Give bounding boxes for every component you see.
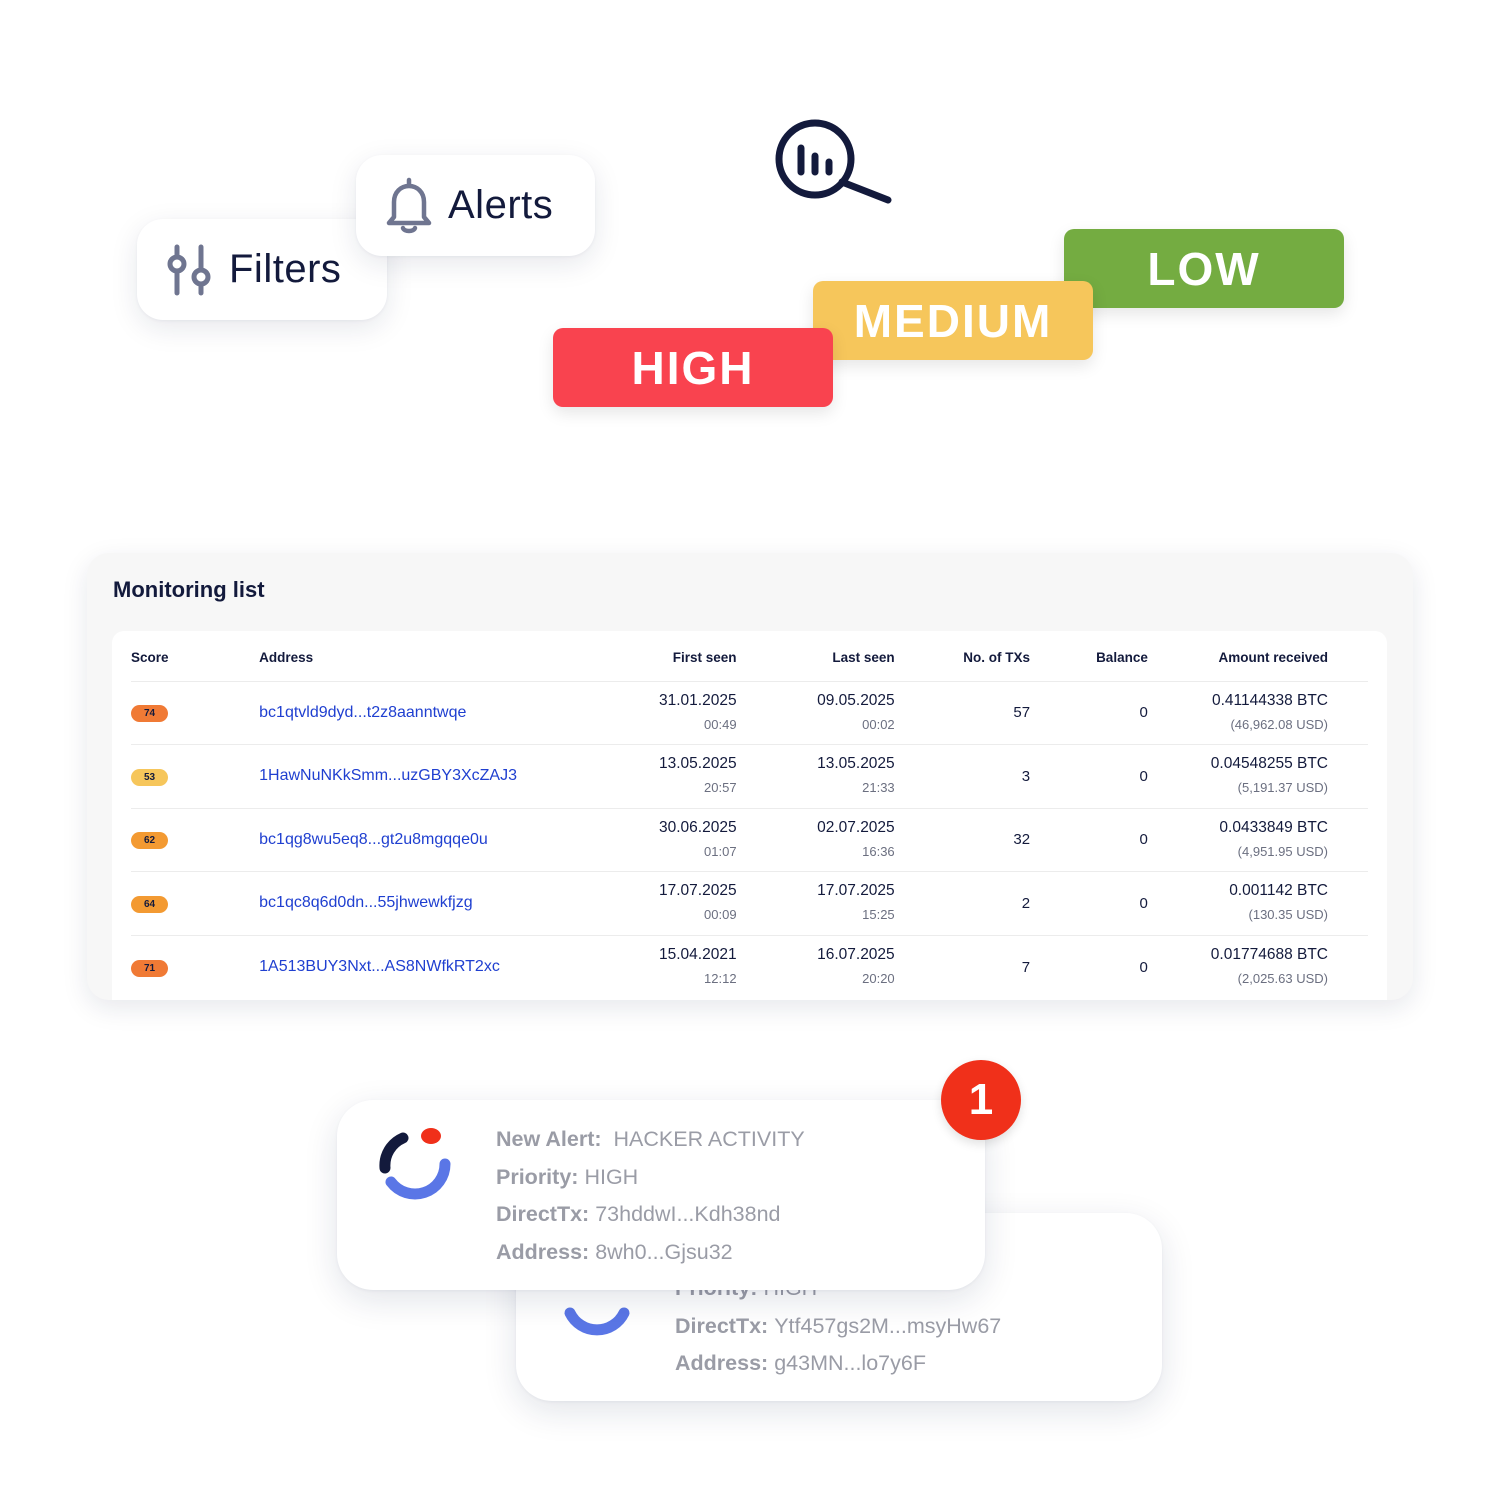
alerts-button[interactable]: Alerts (356, 155, 595, 256)
last-seen-time: 00:02 (862, 716, 895, 732)
amount-btc: 0.001142 BTC (1229, 882, 1328, 900)
alert-address-value: g43MN...lo7y6F (774, 1351, 926, 1376)
first-seen-date: 17.07.2025 (658, 882, 737, 900)
table-row[interactable]: 53 1HawNuNKkSmm...uzGBY3XcZAJ3 13.05.202… (131, 744, 1368, 808)
address-link[interactable]: 1HawNuNKkSmm...uzGBY3XcZAJ3 (259, 767, 517, 785)
first-seen-time: 01:07 (704, 843, 737, 859)
alert-directtx-value: Ytf457gs2M...msyHw67 (774, 1313, 1002, 1338)
first-seen-time: 00:49 (704, 716, 737, 732)
column-header-last-seen[interactable]: Last seen (832, 650, 895, 666)
alert-directtx-line: DirectTx:73hddwI...Kdh38nd (496, 1199, 805, 1237)
address-link[interactable]: 1A513BUY3Nxt...AS8NWfkRT2xc (259, 958, 500, 975)
alert-address-line: Address:g43MN...lo7y6F (675, 1348, 1001, 1386)
first-seen-date: 13.05.2025 (658, 755, 737, 773)
alert-directtx-value: 73hddwI...Kdh38nd (595, 1202, 781, 1227)
risk-tag-high: HIGH (553, 328, 833, 407)
table-row[interactable]: 64 bc1qc8q6d0dn...55jhwewkfjzg 17.07.202… (131, 871, 1368, 935)
alert-directtx-key: DirectTx: (675, 1313, 769, 1338)
alert-priority-value: HIGH (584, 1164, 639, 1189)
amount-usd: (4,951.95 USD) (1237, 843, 1328, 859)
first-seen-date: 30.06.2025 (658, 818, 737, 836)
monitoring-table-panel: Score Address First seen Last seen No. o… (112, 631, 1387, 1000)
score-badge: 62 (131, 832, 168, 850)
score-badge: 64 (131, 895, 168, 913)
monitoring-title: Monitoring list (113, 577, 265, 602)
column-header-first-seen[interactable]: First seen (672, 650, 737, 666)
bell-icon (386, 177, 432, 233)
last-seen-time: 20:20 (862, 971, 895, 986)
alert-title-line: New Alert: HACKER ACTIVITY (496, 1124, 805, 1162)
first-seen-time: 12:12 (704, 971, 737, 986)
last-seen-date: 17.07.2025 (817, 882, 895, 900)
first-seen-time: 00:09 (704, 907, 737, 923)
first-seen-date: 31.01.2025 (658, 691, 737, 709)
tx-count: 7 (894, 934, 1031, 999)
monitoring-table: Score Address First seen Last seen No. o… (131, 635, 1368, 999)
last-seen-time: 15:25 (862, 907, 895, 923)
column-header-balance[interactable]: Balance (1096, 650, 1148, 666)
amount-usd: (130.35 USD) (1248, 907, 1328, 923)
table-header-row: Score Address First seen Last seen No. o… (131, 635, 1368, 681)
risk-tag-medium: MEDIUM (813, 281, 1093, 360)
amount-usd: (2,025.63 USD) (1237, 971, 1328, 986)
alert-title-value: HACKER ACTIVITY (613, 1127, 805, 1151)
alert-priority-key: Priority: (496, 1164, 579, 1189)
score-badge: 71 (131, 959, 168, 977)
table-row[interactable]: 74 bc1qtvld9dyd...t2z8aanntwqe 31.01.202… (131, 680, 1368, 745)
first-seen-date: 15.04.2021 (658, 946, 737, 963)
alert-directtx-line: DirectTx:Ytf457gs2M...msyHw67 (675, 1311, 1001, 1349)
filters-button[interactable]: Filters (137, 219, 387, 320)
alert-address-line: Address:8wh0...Gjsu32 (496, 1237, 805, 1275)
last-seen-date: 09.05.2025 (817, 691, 895, 709)
balance-value: 0 (1030, 807, 1148, 872)
amount-btc: 0.01774688 BTC (1210, 946, 1328, 963)
column-header-txs[interactable]: No. of TXs (963, 650, 1031, 666)
score-badge: 74 (131, 705, 168, 723)
score-badge: 53 (131, 768, 168, 786)
column-header-amount-received[interactable]: Amount received (1218, 650, 1328, 666)
balance-value: 0 (1030, 680, 1148, 745)
alert-directtx-key: DirectTx: (496, 1202, 590, 1227)
alert-address-value: 8wh0...Gjsu32 (595, 1240, 733, 1265)
alert-notification-card[interactable]: New Alert: HACKER ACTIVITY Priority:HIGH… (337, 1100, 985, 1290)
last-seen-date: 02.07.2025 (817, 818, 895, 836)
filters-label: Filters (229, 247, 342, 291)
risk-tag-low: LOW (1064, 229, 1344, 308)
last-seen-time: 21:33 (862, 780, 895, 796)
last-seen-date: 13.05.2025 (817, 755, 895, 773)
sliders-icon (167, 244, 211, 295)
tx-count: 3 (894, 744, 1031, 808)
address-link[interactable]: bc1qg8wu5eq8...gt2u8mgqqe0u (259, 830, 488, 848)
amount-usd: (46,962.08 USD) (1230, 716, 1328, 732)
balance-value: 0 (1030, 744, 1148, 808)
app-logo-icon (379, 1128, 451, 1200)
alert-priority-line: Priority:HIGH (496, 1162, 805, 1200)
alert-address-key: Address: (675, 1351, 769, 1376)
alert-address-key: Address: (496, 1240, 590, 1265)
address-link[interactable]: bc1qtvld9dyd...t2z8aanntwqe (259, 703, 467, 721)
balance-value: 0 (1030, 871, 1148, 935)
notification-count-badge: 1 (941, 1060, 1021, 1140)
amount-btc: 0.0433849 BTC (1219, 818, 1328, 836)
first-seen-time: 20:57 (704, 780, 737, 796)
address-link[interactable]: bc1qc8q6d0dn...55jhwewkfjzg (259, 894, 473, 912)
analytics-search-icon (775, 119, 892, 204)
last-seen-time: 16:36 (862, 843, 895, 859)
column-header-score[interactable]: Score (131, 650, 169, 666)
column-header-address[interactable]: Address (259, 650, 314, 666)
amount-usd: (5,191.37 USD) (1237, 780, 1328, 796)
table-row[interactable]: 71 1A513BUY3Nxt...AS8NWfkRT2xc 15.04.202… (131, 934, 1368, 999)
tx-count: 2 (894, 871, 1031, 935)
monitoring-list-card: Monitoring list Score Address First seen… (87, 553, 1413, 1000)
tx-count: 32 (894, 807, 1031, 872)
alerts-label: Alerts (448, 183, 554, 227)
amount-btc: 0.41144338 BTC (1211, 691, 1328, 709)
alert-title-key: New Alert: (496, 1127, 602, 1151)
table-row[interactable]: 62 bc1qg8wu5eq8...gt2u8mgqqe0u 30.06.202… (131, 807, 1368, 872)
balance-value: 0 (1030, 934, 1148, 999)
amount-btc: 0.04548255 BTC (1210, 755, 1328, 773)
tx-count: 57 (894, 680, 1031, 745)
app-logo-icon (564, 1307, 630, 1336)
last-seen-date: 16.07.2025 (817, 946, 895, 963)
